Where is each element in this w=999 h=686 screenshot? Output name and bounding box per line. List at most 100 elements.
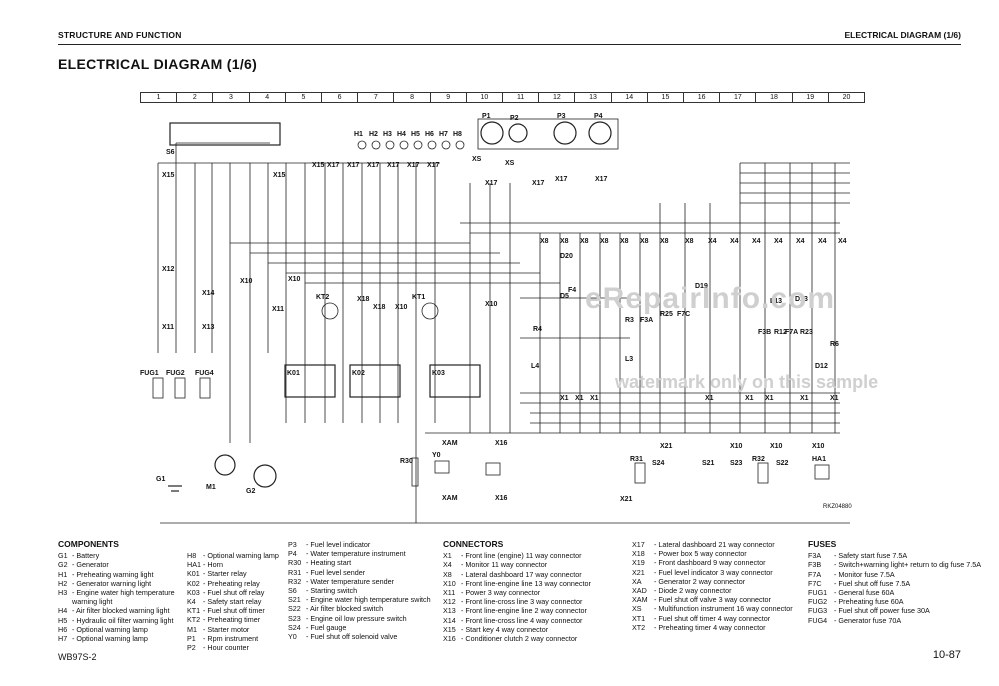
r23-label: R23: [800, 329, 813, 336]
legend-code: G2: [58, 560, 68, 570]
column-number: 15: [648, 93, 685, 102]
f3a-label: F3A: [640, 317, 653, 324]
x8-label-5: X8: [620, 238, 629, 245]
legend-description: - General fuse 60A: [834, 588, 895, 598]
legend-code: X1: [443, 551, 452, 561]
kt2-label: KT2: [316, 294, 329, 301]
legend-description: - Lateral dashboard 21 way connector: [654, 540, 775, 549]
x4-label-3: X4: [752, 238, 761, 245]
f7c-label: F7C: [677, 311, 690, 318]
legend-row: X10- Front line-engine line 13 way conne…: [443, 579, 591, 588]
generator-symbol: [253, 464, 277, 488]
legend-code: FUG2: [808, 597, 828, 607]
column-number: 12: [539, 93, 576, 102]
legend-row: X16- Conditioner clutch 2 way connector: [443, 634, 591, 643]
legend-code: H2: [58, 578, 68, 588]
legend-code: X18: [632, 549, 645, 559]
x8-x4-connector-row: X8 X8 X8 X8 X8 X8 X8 X8 X4 X4 X4 X4 X4 X…: [540, 238, 847, 245]
xs-label-2: XS: [505, 160, 515, 167]
x15-label: X15: [162, 172, 175, 179]
x11-label: X11: [162, 324, 174, 331]
x4-label-2: X4: [730, 238, 739, 245]
column-number: 20: [842, 94, 851, 101]
starting-switch-box: [169, 122, 281, 146]
x8-label: X8: [540, 238, 549, 245]
h4-label: H4: [397, 131, 406, 138]
legend-code: XAM: [632, 595, 648, 605]
column-number: 11: [503, 93, 540, 102]
legend-description: - Fuel level indicator: [306, 540, 371, 549]
p1-label: P1: [482, 113, 491, 120]
legend-row: X1 - Front line (engine) 11 way connector: [443, 551, 591, 560]
legend-row: X8- Lateral dashboard 17 way connector: [443, 570, 591, 579]
kt1-symbol: [421, 302, 439, 320]
legend-code: P2: [187, 643, 196, 653]
legend-description: - Fuel shut off solenoid valve: [306, 632, 398, 642]
legend-row: X15- Start key 4 way connector: [443, 625, 591, 634]
legend-row: K01- Starter relay: [187, 569, 279, 578]
d5-label: D5: [560, 293, 569, 300]
legend-code: XT2: [632, 622, 646, 632]
legend-code: X4: [443, 560, 452, 570]
legend-row: S21- Engine water high temperature switc…: [288, 595, 431, 604]
legend-code: XT1: [632, 613, 646, 623]
legend-code: S22: [288, 604, 301, 614]
legend-row: XT1- Fuel shut off timer 4 way connector: [632, 614, 793, 623]
legend-description: - Monitor fuse 7.5A: [834, 569, 895, 579]
starter-motor: [214, 454, 236, 476]
warning-lamps: H1 H2 H3 H4 H5 H6 H7 H8: [354, 131, 465, 150]
k02-relay: [349, 364, 401, 398]
legend-description: - Rpm instrument: [203, 633, 259, 643]
legend-code: X17: [632, 540, 645, 549]
x4-label-4: X4: [774, 238, 783, 245]
g1-label: G1: [156, 476, 165, 483]
x1-label-5: X1: [745, 395, 754, 402]
x21-label: X21: [660, 443, 673, 450]
legend-description: - Engine water high temperature: [72, 588, 175, 598]
legend-description: - Generator: [72, 560, 109, 570]
legend-description: - Fuel shut off timer: [203, 606, 265, 616]
column-number: 1: [141, 93, 178, 102]
x17-label-9: X17: [555, 176, 568, 183]
legend-row: H8- Optional warning lamp: [187, 551, 279, 560]
legend-row: H7- Optional warning lamp: [58, 634, 175, 643]
legend-description: - Heating start: [306, 558, 352, 568]
watermark-text: eRepairInfo.com: [585, 282, 836, 315]
x10-label-7: X10: [812, 443, 825, 450]
legend-description: - Safety start relay: [203, 597, 262, 607]
legend-code: FUG4: [808, 615, 828, 625]
legend-row: P2- Hour counter: [187, 643, 279, 652]
legend-row: X11- Power 3 way connector: [443, 588, 591, 597]
legend-description: - Front line (engine) 11 way connector: [461, 551, 582, 561]
x1-label-2: X1: [575, 395, 584, 402]
legend-description: - Optional warning lamp: [72, 624, 148, 634]
legend-row: H1- Preheating warning light: [58, 570, 175, 579]
legend-description: - Power box 5 way connector: [654, 549, 747, 559]
legend-description: - Front line-cross line 4 way connector: [461, 615, 583, 625]
column-number: 16: [684, 93, 721, 102]
drawing-code: RKZ04880: [823, 504, 852, 510]
legend-description: - Engine water high temperature switch: [306, 595, 431, 605]
watermark-text-2: watermark only on this sample: [615, 372, 879, 392]
legend-row: G2 - Generator: [58, 560, 175, 569]
legend-row: X17 - Lateral dashboard 21 way connector: [632, 540, 793, 549]
x10-label: X10: [240, 278, 253, 285]
legend-row: XA- Generator 2 way connector: [632, 577, 793, 586]
kt2-symbol: [321, 302, 339, 320]
x4-label-7: X4: [838, 238, 847, 245]
x15-label-2: X15: [273, 172, 286, 179]
fuel-solenoid: [434, 460, 450, 474]
legend-row: X14- Front line-cross line 4 way connect…: [443, 616, 591, 625]
x14-label: X14: [202, 290, 215, 297]
s24-label: S24: [652, 460, 665, 467]
legend-code: H8: [187, 551, 197, 560]
legend-row: F3A- Safety start fuse 7.5A: [808, 551, 981, 560]
x1-label-7: X1: [800, 395, 809, 402]
legend-description: - Front dashboard 9 way connector: [654, 558, 766, 568]
legend-row: XS- Multifunction instrument 16 way conn…: [632, 604, 793, 613]
legend-description: - Air filter blocked switch: [306, 604, 384, 614]
page-number: 10-87: [932, 649, 961, 661]
connector-labels: X15 X15 X15 X17 X17 X17 X17 X17 X17 X17 …: [162, 156, 825, 503]
legend-description: - Generator fuse 70A: [834, 615, 902, 625]
legend-description: - Fuel shut off valve 3 way connector: [654, 595, 771, 605]
